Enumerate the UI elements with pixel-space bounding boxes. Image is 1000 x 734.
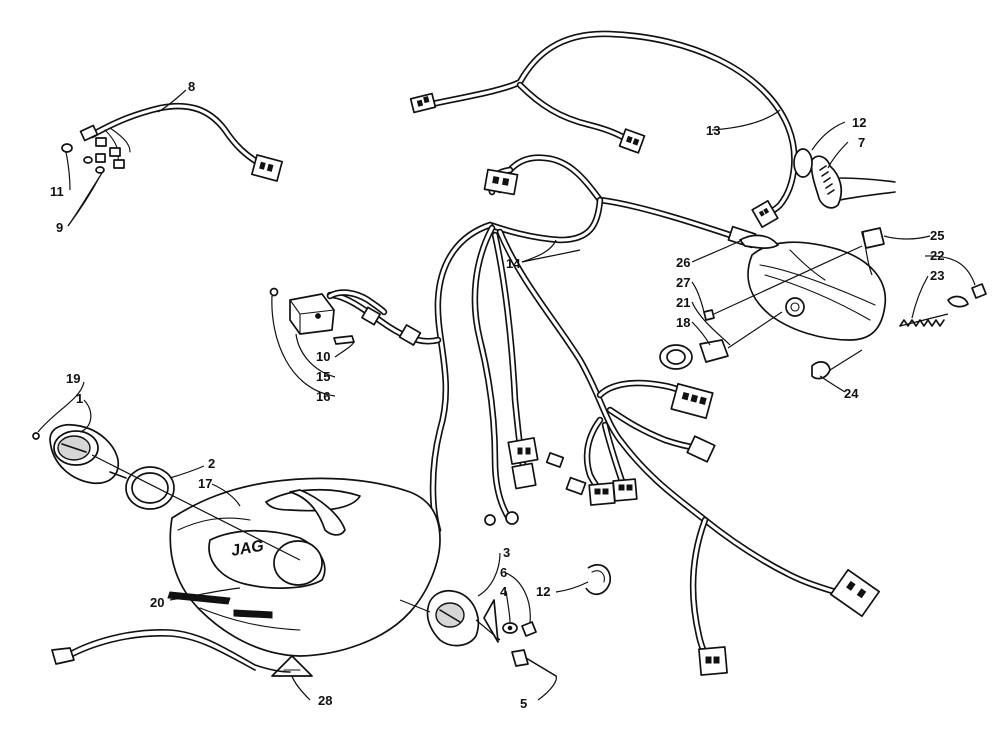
callout-26: 26 [676,255,690,270]
wire-harness-14 [326,154,881,676]
leader-lines [37,89,976,701]
callout-24: 24 [844,386,859,401]
brand-decal: JAG [230,537,265,559]
callout-12-bottom: 12 [536,584,550,599]
wire-harness-8 [61,102,283,182]
callouts: 1 2 3 4 5 6 7 8 9 10 11 12 12 13 14 15 1… [50,79,944,711]
callout-11: 11 [50,184,64,199]
callout-17: 17 [198,476,212,491]
callout-20: 20 [150,595,164,610]
callout-16: 16 [316,389,330,404]
callout-23: 23 [930,268,944,283]
gauge-3 [399,589,501,647]
callout-21: 21 [676,295,690,310]
callout-2: 2 [208,456,215,471]
console-hood-17: JAG [91,454,441,657]
callout-10: 10 [316,349,330,364]
callout-22: 22 [930,248,944,263]
callout-27: 27 [676,275,690,290]
callout-18: 18 [676,315,690,330]
nut-6 [521,621,537,637]
callout-19: 19 [66,371,80,386]
callout-8: 8 [188,79,195,94]
bulb-5 [511,649,557,677]
callout-15: 15 [316,369,330,384]
clip-12 [585,563,611,596]
callout-1: 1 [76,391,83,406]
washer-4 [502,622,518,634]
callout-5: 5 [520,696,527,711]
callout-25: 25 [930,228,944,243]
plug-7 [793,148,896,209]
wedge-bracket [483,599,499,643]
callout-4: 4 [500,584,508,599]
wire-harness-13 [409,30,798,229]
callout-12-top: 12 [852,115,866,130]
callout-9: 9 [56,220,63,235]
seal-ring-2 [125,466,175,510]
warning-label-28 [271,655,313,677]
callout-14: 14 [506,256,521,271]
resistor-block-10 [269,287,388,345]
lower-wire [51,628,291,673]
callout-28: 28 [318,693,332,708]
callout-6: 6 [500,565,507,580]
callout-3: 3 [503,545,510,560]
callout-7: 7 [858,135,865,150]
gauge-1 [32,423,127,485]
callout-13: 13 [706,123,720,138]
headlight-assembly-25 [659,227,987,380]
